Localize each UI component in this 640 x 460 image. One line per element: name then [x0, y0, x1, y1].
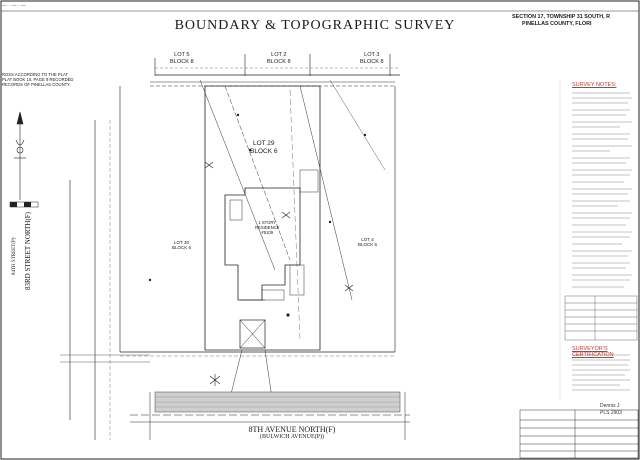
survey-notes-title: SURVEY NOTES:: [572, 82, 617, 88]
tree-symbol-icon: [204, 161, 354, 386]
surveyor-signature: Dennis J PLS 2903: [600, 403, 622, 416]
survey-notes-text-lines: [572, 92, 632, 288]
legend-table: [564, 295, 638, 341]
street-83rd-label: 83RD STREET NORTH(F): [24, 211, 32, 290]
title-block: [519, 409, 639, 459]
location-header: SECTION 17, TOWNSHIP 31 SOUTH, R PINELLA…: [512, 14, 611, 27]
north-arrow-icon: [14, 111, 26, 200]
avenue-8th-label: 8TH AVENUE NORTH(F): [248, 425, 336, 434]
sheet-id: — · — · —: [2, 3, 26, 9]
survey-title: BOUNDARY & TOPOGRAPHIC SURVEY: [174, 18, 456, 33]
avenue-bulwich-label: (BULWICH AVENUE(P)): [260, 434, 324, 440]
certification-title: SURVEYOR'S CERTIFICATION: [572, 346, 614, 358]
lot-29-boundary: [204, 85, 321, 351]
scale-bar-icon: [9, 201, 39, 208]
legal-description: ROSS ACCORDING TO THE PLAT PLAT BOOK 10,…: [2, 72, 74, 87]
street-84th-label: 84TH STREET(P): [12, 237, 17, 275]
residence-footprint: [224, 187, 301, 301]
